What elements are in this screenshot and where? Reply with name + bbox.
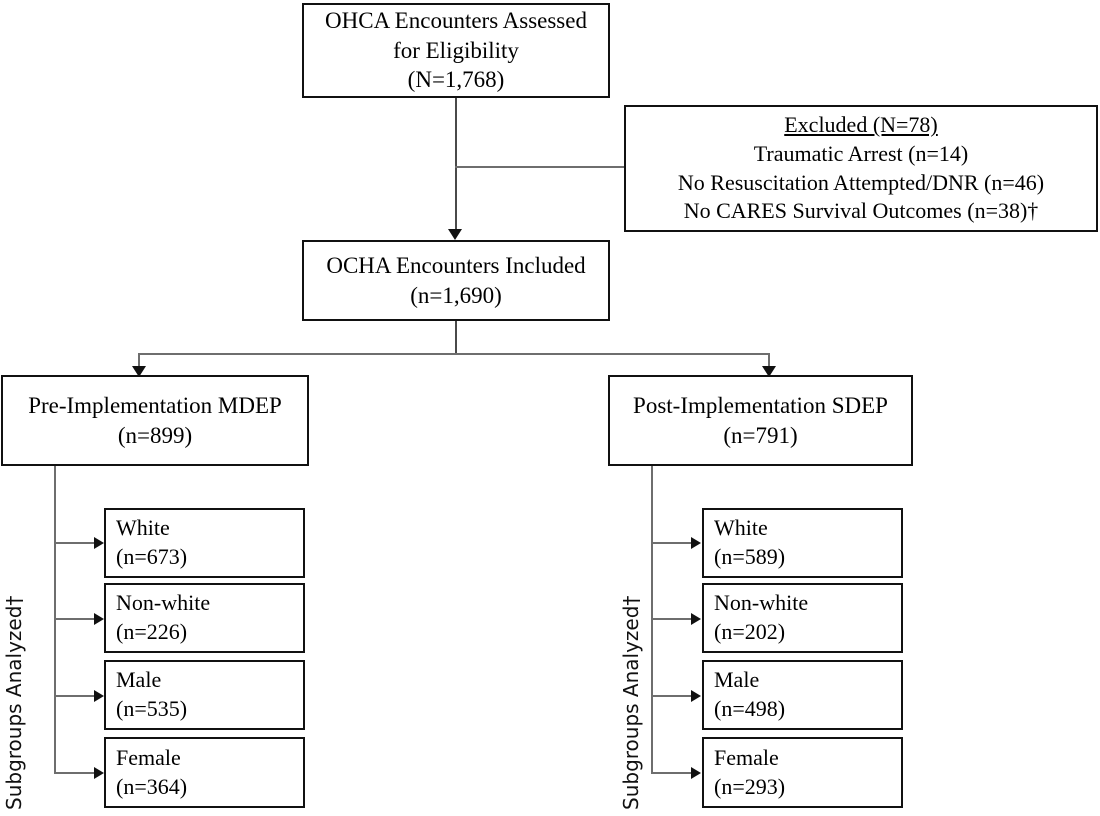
node-excluded-heading: Excluded (N=78) <box>784 112 938 138</box>
subgroup-left-0-name: White <box>116 515 170 541</box>
arrow-right-subgroup-0 <box>691 537 701 549</box>
node-assessed-line-1: OHCA Encounters Assessed <box>325 7 587 33</box>
subgroup-left-1-name: Non-white <box>116 590 211 616</box>
subgroup-right-0-count: (n=589) <box>714 544 786 569</box>
node-included: OCHA Encounters Included (n=1,690) <box>302 240 610 321</box>
node-included-line-2: (n=1,690) <box>410 282 502 308</box>
node-assessed-line-2: for Eligibility <box>393 37 519 63</box>
node-post-line-1: Post-Implementation SDEP <box>633 392 888 418</box>
connector-split-left-drop <box>138 353 140 371</box>
connector-trunk-to-excluded <box>455 166 624 168</box>
arrow-left-subgroup-0 <box>94 537 104 549</box>
subgroup-box-left-2: Male (n=535) <box>104 660 305 730</box>
node-excluded-line-3: No CARES Survival Outcomes (n=38)† <box>683 198 1039 224</box>
subgroup-right-2-name: Male <box>714 667 760 693</box>
arrow-left-subgroup-3 <box>94 767 104 779</box>
arrow-right-subgroup-2 <box>691 690 701 702</box>
connector-left-subgroup-0 <box>54 542 96 544</box>
subgroup-box-left-0: White (n=673) <box>104 508 305 578</box>
connector-split-right-drop <box>768 353 770 371</box>
connector-left-subgroup-3 <box>54 772 96 774</box>
arrow-assessed-to-included <box>448 229 462 240</box>
connector-right-subgroup-3 <box>651 772 693 774</box>
subgroup-left-3-count: (n=364) <box>116 773 188 799</box>
label-subgroups-analyzed-left: Subgroups Analyzed† <box>2 595 26 810</box>
arrow-split-to-pre <box>132 366 146 377</box>
subgroup-left-2-count: (n=535) <box>116 696 188 721</box>
arrow-right-subgroup-3 <box>691 767 701 779</box>
connector-right-subgroup-1 <box>651 618 693 620</box>
node-post-line-2: (n=791) <box>723 422 798 448</box>
arrow-left-subgroup-2 <box>94 690 104 702</box>
node-pre-implementation-mdep: Pre-Implementation MDEP (n=899) <box>1 375 309 466</box>
node-assessed-for-eligibility: OHCA Encounters Assessed for Eligibility… <box>302 3 610 98</box>
arrow-split-to-post <box>762 366 776 377</box>
subgroup-right-1-name: Non-white <box>714 590 809 616</box>
connector-left-subgroup-2 <box>54 695 96 697</box>
connector-split-bar <box>138 353 769 355</box>
connector-assessed-to-included <box>455 98 457 232</box>
subgroup-left-3-name: Female <box>116 744 181 770</box>
node-post-implementation-sdep: Post-Implementation SDEP (n=791) <box>608 375 913 466</box>
arrow-right-subgroup-1 <box>691 613 701 625</box>
subgroup-right-3-name: Female <box>714 744 779 770</box>
subgroup-left-2-name: Male <box>116 667 162 693</box>
node-excluded-line-2: No Resuscitation Attempted/DNR (n=46) <box>677 169 1045 195</box>
subgroup-box-right-3: Female (n=293) <box>702 737 903 808</box>
subgroup-right-0-name: White <box>714 515 768 541</box>
node-pre-line-2: (n=899) <box>117 422 193 448</box>
node-assessed-line-3: (N=1,768) <box>407 67 505 93</box>
label-subgroups-analyzed-right: Subgroups Analyzed† <box>619 595 643 810</box>
connector-right-subgroup-2 <box>651 695 693 697</box>
connector-included-stem <box>455 321 457 354</box>
connector-right-subgroup-0 <box>651 542 693 544</box>
subgroup-left-0-count: (n=673) <box>116 544 188 569</box>
subgroup-box-right-2: Male (n=498) <box>702 660 903 730</box>
arrow-left-subgroup-1 <box>94 613 104 625</box>
node-included-line-1: OCHA Encounters Included <box>326 252 586 278</box>
subgroup-box-right-1: Non-white (n=202) <box>702 583 903 653</box>
subgroup-right-2-count: (n=498) <box>714 696 786 721</box>
connector-left-subgroup-1 <box>54 618 96 620</box>
node-excluded-line-1: Traumatic Arrest (n=14) <box>753 140 969 166</box>
subgroup-box-left-3: Female (n=364) <box>104 737 305 808</box>
node-pre-line-1: Pre-Implementation MDEP <box>28 392 282 418</box>
subgroup-right-1-count: (n=202) <box>714 619 786 644</box>
node-excluded: Excluded (N=78) Traumatic Arrest (n=14) … <box>624 105 1098 232</box>
subgroup-left-1-count: (n=226) <box>116 619 188 644</box>
subgroup-box-left-1: Non-white (n=226) <box>104 583 305 653</box>
subgroup-right-3-count: (n=293) <box>714 773 786 799</box>
subgroup-box-right-0: White (n=589) <box>702 508 903 578</box>
